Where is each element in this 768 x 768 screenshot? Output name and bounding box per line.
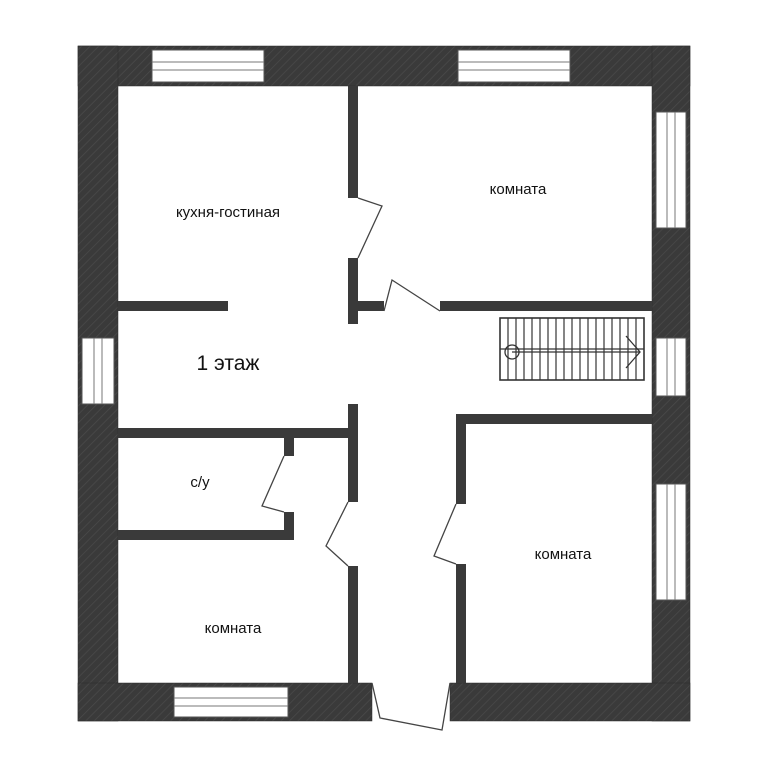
- wall-bath-top: [118, 428, 354, 438]
- window-right-top: [655, 111, 687, 229]
- room-label-kitchen: кухня-гостиная: [176, 204, 280, 221]
- windows: [81, 49, 687, 718]
- wall-vertical-bottom: [348, 566, 358, 683]
- window-right-middle: [655, 337, 687, 397]
- wall-vertical-mid: [348, 404, 358, 502]
- wall-stub-top: [358, 301, 384, 311]
- door-room-top: [383, 278, 441, 312]
- wall-bath-right-bottom: [284, 512, 294, 540]
- interior-walls: [118, 86, 652, 683]
- door-bath: [261, 455, 285, 513]
- room-label-room-bottom-left: комната: [205, 620, 262, 637]
- door-entrance: [371, 682, 451, 731]
- doors: [261, 197, 457, 731]
- window-bottom: [173, 686, 289, 718]
- wall-bath-right-top: [284, 428, 294, 456]
- wall-bath-bottom: [118, 530, 294, 540]
- room-label-bathroom: с/у: [190, 474, 210, 491]
- wall-room-right-top: [456, 414, 652, 424]
- door-room-bottom-left: [325, 501, 349, 567]
- wall-vertical-top-b: [348, 258, 358, 324]
- door-kitchen: [357, 197, 383, 259]
- floor-label: 1 этаж: [197, 352, 260, 375]
- labels: кухня-гостиная комната 1 этаж с/у комнат…: [176, 181, 592, 637]
- window-top-left: [151, 49, 265, 83]
- wall-room-right-left-a: [456, 414, 466, 504]
- room-label-room-bottom-right: комната: [535, 546, 592, 563]
- outer-walls: [77, 45, 691, 722]
- staircase: [499, 317, 645, 381]
- window-top-right: [457, 49, 571, 83]
- window-right-bottom: [655, 483, 687, 601]
- door-room-right: [433, 503, 457, 565]
- window-left: [81, 337, 115, 405]
- stair-steps: [507, 318, 637, 380]
- wall-room-hall: [440, 301, 652, 311]
- wall-room-right-left-b: [456, 564, 466, 683]
- wall-kitchen-hall: [118, 301, 228, 311]
- outer-wall-bottom-right: [449, 682, 691, 722]
- wall-vertical-top-a: [348, 86, 358, 198]
- room-label-room-top-right: комната: [490, 181, 547, 198]
- stair-arrow: [512, 335, 641, 369]
